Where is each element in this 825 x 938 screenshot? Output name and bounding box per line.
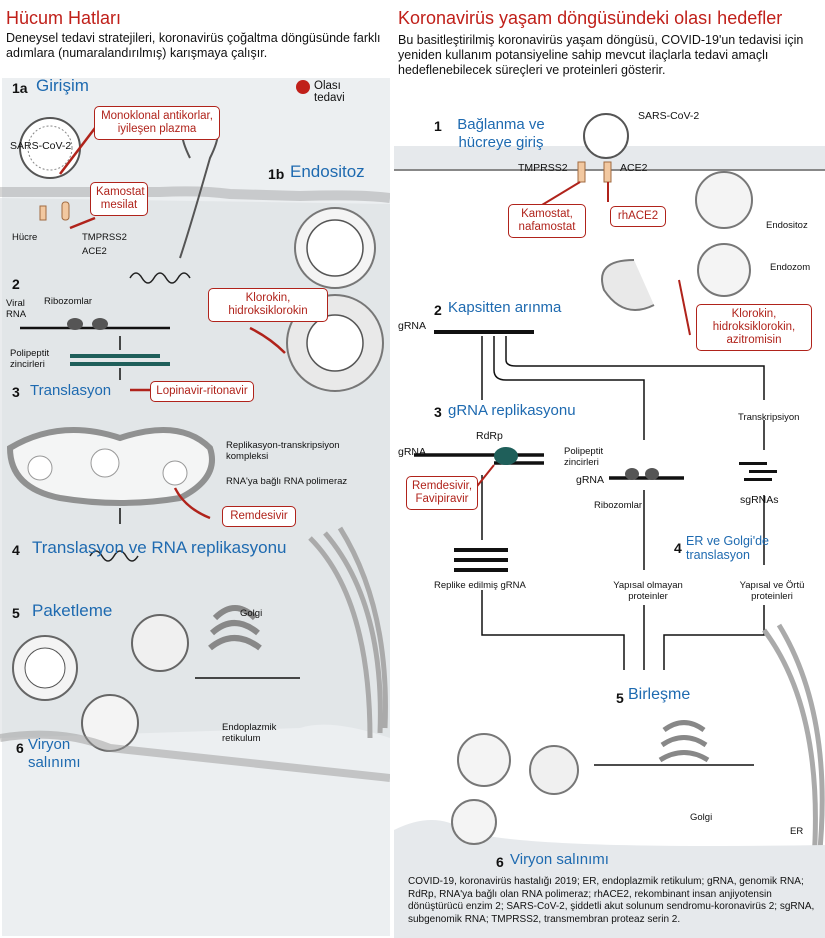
left-label-replikasyon: Replikasyon-transkripsiyon kompleksi (226, 440, 340, 462)
right-drug-rhace2: rhACE2 (610, 206, 666, 227)
right-step-2-title: Kapsitten arınma (448, 299, 562, 316)
right-label-ace2: ACE2 (620, 162, 648, 174)
left-drug-kamostat: Kamostat mesilat (90, 182, 148, 216)
right-step-3-num: 3 (434, 404, 442, 420)
right-step-4-num: 4 (674, 540, 682, 556)
right-diagram-art (394, 113, 825, 938)
right-step-1-num: 1 (434, 118, 442, 134)
right-label-grna: gRNA (398, 320, 427, 332)
right-title: Koronavirüs yaşam döngüsündeki olası hed… (398, 8, 783, 28)
right-step-6-num: 6 (496, 854, 504, 870)
right-label-endozom: Endozom (770, 262, 811, 273)
right-label-golgi: Golgi (690, 812, 713, 823)
left-label-golgi: Golgi (240, 608, 263, 619)
left-step-1b-title: Endositoz (290, 162, 365, 181)
right-label-yapisal-olmayan: Yapısal olmayan proteinler (613, 580, 683, 602)
right-label-grna3: gRNA (576, 474, 605, 486)
left-step-6-title: Viryon salınımı (28, 736, 81, 771)
right-step-4-title: ER ve Golgi'de translasyon (686, 534, 769, 562)
left-step-5-num: 5 (12, 605, 20, 621)
right-drug-klorokin: Klorokin, hidroksiklorokin, azitromisin (696, 304, 812, 351)
right-label-polipeptit: Polipeptit zincirleri (564, 446, 604, 468)
right-footnote: COVID-19, koronavirüs hastalığı 2019; ER… (408, 876, 815, 925)
left-step-4-num: 4 (12, 542, 20, 558)
right-label-tmprss2: TMPRSS2 (518, 162, 568, 174)
left-intro: Deneysel tedavi stratejileri, koronavirü… (6, 31, 381, 60)
left-step-2-num: 2 (12, 276, 20, 292)
left-label-er: Endoplazmik retikulum (222, 722, 277, 744)
left-label-sars: SARS-CoV-2 (10, 140, 72, 152)
left-label-ace2: ACE2 (82, 246, 107, 257)
right-step-5-num: 5 (616, 690, 624, 706)
legend-label: Olası tedavi (314, 80, 345, 104)
left-title: Hücum Hatları (6, 8, 122, 28)
right-label-sars: SARS-CoV-2 (638, 110, 700, 122)
left-step-3-num: 3 (12, 384, 20, 400)
right-drug-remdesivir: Remdesivir, Favipiravir (406, 476, 478, 510)
left-label-ribozomlar: Ribozomlar (44, 296, 93, 307)
left-label-hucre: Hücre (12, 232, 38, 243)
left-label-rna-pol: RNA'ya bağlı RNA polimeraz (226, 476, 348, 487)
right-label-grna2: gRNA (398, 446, 427, 458)
right-step-3-title: gRNA replikasyonu (448, 402, 576, 419)
right-label-yapisal-ortu: Yapısal ve Örtü proteinleri (739, 580, 805, 602)
left-label-polipeptit: Polipeptit zincirleri (10, 348, 50, 370)
right-step-2-num: 2 (434, 302, 442, 318)
left-drug-lopinavir: Lopinavir-ritonavir (150, 381, 254, 402)
right-label-rdrp: RdRp (476, 430, 503, 442)
right-label-transkripsiyon: Transkripsiyon (738, 412, 800, 423)
right-drug-kamostat: Kamostat, nafamostat (508, 204, 586, 238)
legend-dot-icon (296, 80, 310, 94)
right-step-1-title: Bağlanma ve hücreye giriş (457, 116, 545, 151)
left-step-4-title: Translasyon ve RNA replikasyonu (32, 538, 287, 557)
left-step-1b-num: 1b (268, 166, 285, 182)
left-diagram-art (0, 116, 390, 782)
left-drug-remdesivir: Remdesivir (222, 506, 296, 527)
right-step-5-title: Birleşme (628, 686, 691, 703)
left-step-1a-num: 1a (12, 80, 28, 96)
right-label-endositoz: Endositoz (766, 220, 808, 231)
left-label-tmprss2: TMPRSS2 (82, 232, 127, 243)
right-label-sgrnas: sgRNAs (740, 494, 779, 506)
right-step-6-title: Viryon salınımı (510, 851, 609, 868)
left-step-5-title: Paketleme (32, 601, 113, 620)
left-label-viral-rna: Viral RNA (6, 298, 27, 320)
right-label-ribozomlar: Ribozomlar (594, 500, 643, 511)
right-label-replike: Replike edilmiş gRNA (434, 580, 526, 591)
right-intro: Bu basitleştirilmiş koronavirüs yaşam dö… (398, 33, 804, 77)
left-step-3-title: Translasyon (30, 382, 112, 399)
left-drug-klorokin: Klorokin, hidroksiklorokin (208, 288, 328, 322)
left-drug-monoklonal: Monoklonal antikorlar, iyileşen plazma (94, 106, 220, 140)
left-step-1a-title: Girişim (36, 76, 89, 95)
left-step-6-num: 6 (16, 740, 24, 756)
right-label-er: ER (790, 826, 804, 837)
